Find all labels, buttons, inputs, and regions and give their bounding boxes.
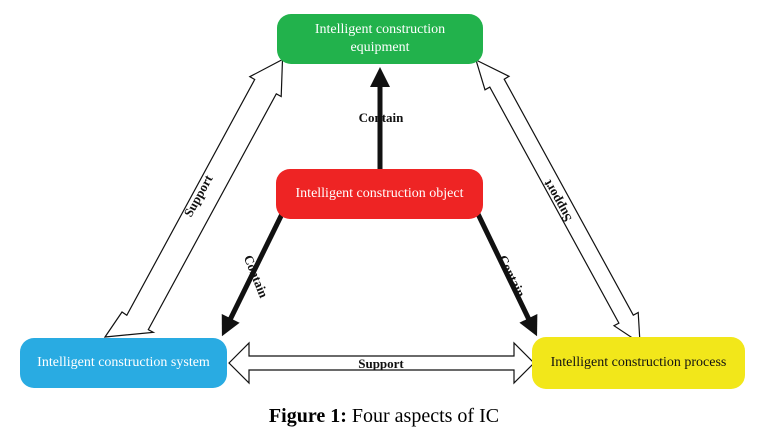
label-support-bottom: Support	[358, 356, 404, 371]
contain-arrow-to-process	[475, 212, 538, 337]
label-contain-top: Contain	[359, 110, 405, 125]
figure-caption-text: Four aspects of IC	[351, 405, 500, 427]
node-object: Intelligent construction object	[276, 169, 483, 219]
figure-caption: Figure 1: Four aspects of IC	[0, 405, 768, 428]
node-process: Intelligent construction process	[532, 337, 745, 389]
node-equipment: Intelligent construction equipment	[277, 14, 483, 64]
figure-caption-label: Figure 1:	[268, 405, 347, 427]
label-contain-right: Contain	[495, 253, 528, 301]
contain-arrow-to-system	[221, 212, 285, 337]
node-system: Intelligent construction system	[20, 338, 227, 388]
